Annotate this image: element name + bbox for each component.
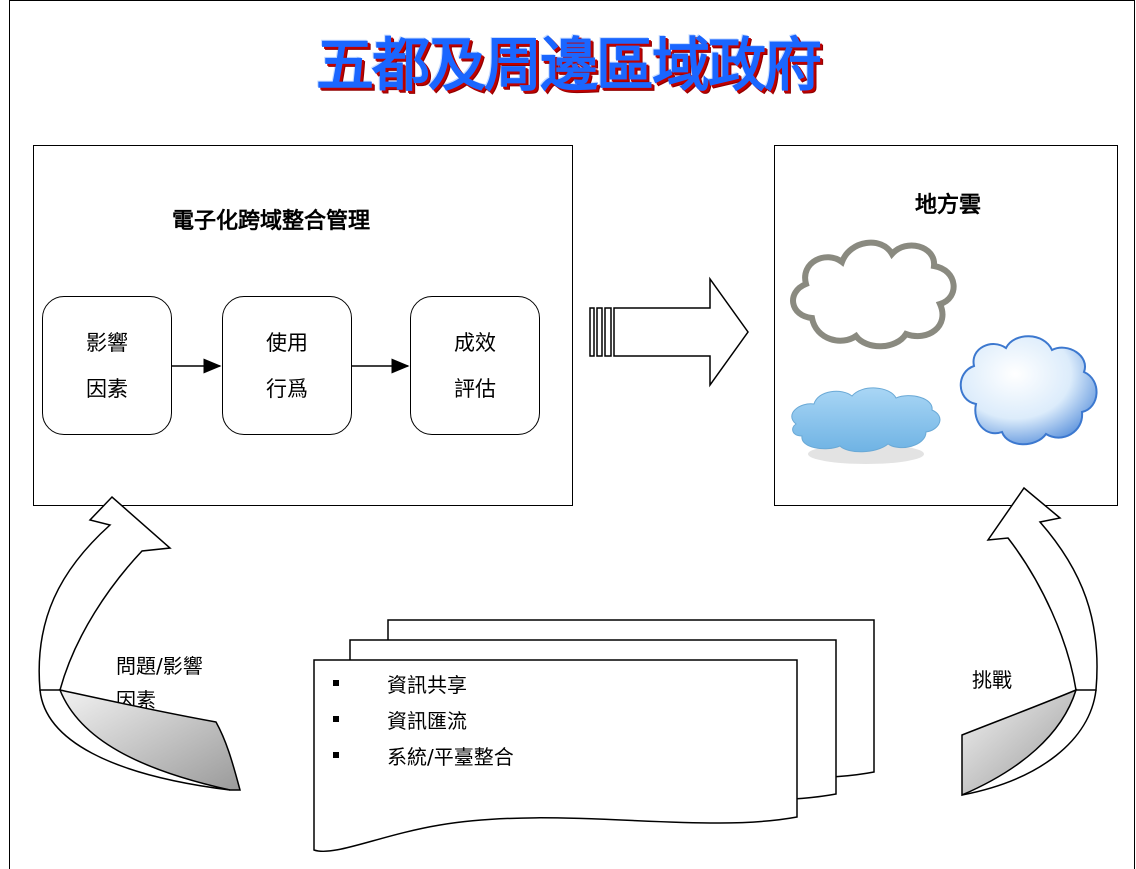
list-item-text: 資訊匯流 (387, 708, 467, 733)
list-item-text: 系統/平臺整合 (387, 744, 514, 769)
left-curved-arrow (38, 495, 241, 791)
step-line-2: 評估 (454, 376, 496, 401)
bullet-icon (333, 716, 339, 722)
right-curved-arrow (961, 486, 1098, 797)
document-front-page (313, 659, 798, 853)
list-item: 資訊匯流 (333, 701, 514, 737)
integration-management-title: 電子化跨域整合管理 (172, 209, 371, 234)
label-line-1: 問題/影響 (116, 654, 203, 678)
step-usage-behavior: 使用 行爲 (222, 296, 352, 435)
list-item: 系統/平臺整合 (333, 737, 514, 773)
step-performance-evaluation: 成效 評估 (410, 296, 540, 435)
document-stack (313, 619, 875, 853)
bullet-icon (333, 680, 339, 686)
cloud-flat (791, 387, 941, 453)
list-item-text: 資訊共享 (387, 672, 467, 697)
document-bullet-list: 資訊共享 資訊匯流 系統/平臺整合 (333, 665, 514, 773)
local-cloud-title: 地方雲 (915, 193, 982, 218)
cloud-blue (959, 335, 1098, 446)
block-arrow (589, 276, 749, 388)
list-item: 資訊共享 (333, 665, 514, 701)
step-line-1: 影響 (86, 330, 128, 355)
step-line-1: 使用 (266, 330, 308, 355)
step-line-1: 成效 (454, 330, 496, 355)
step-influence-factors: 影響 因素 (42, 296, 172, 435)
diagram-title: 五都及周邊區域政府 (315, 31, 822, 99)
diagram-frame (9, 0, 1135, 869)
cloud-outline (790, 239, 957, 350)
bullet-icon (333, 752, 339, 758)
challenge-label: 挑戰 (972, 668, 1012, 692)
step-line-2: 因素 (86, 376, 128, 401)
step-line-2: 行爲 (266, 376, 308, 401)
